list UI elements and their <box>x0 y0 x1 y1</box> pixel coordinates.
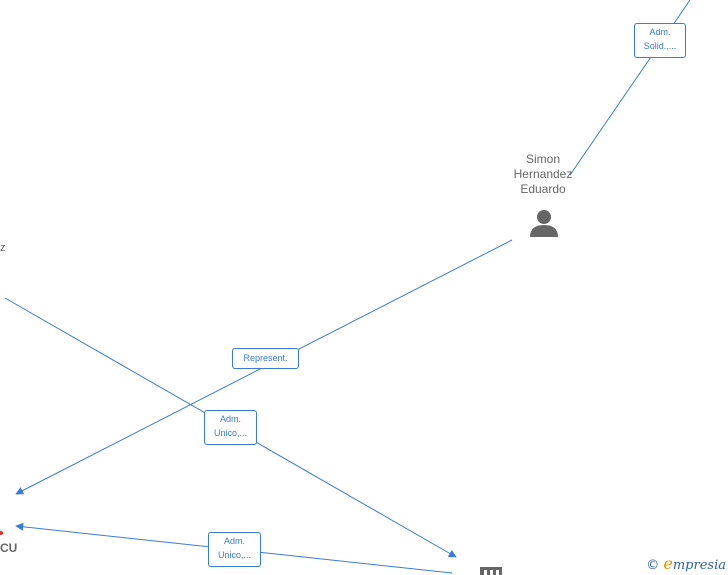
edge-label-adm-solid[interactable]: Adm. Solid.,... <box>634 23 686 58</box>
edge-label-line: Adm. <box>223 536 245 546</box>
edge-label-line: Unico,... <box>213 428 247 438</box>
person-icon[interactable] <box>530 210 558 237</box>
node-label-line: Simon <box>525 152 560 166</box>
edge-label-adm-unico-1[interactable]: Adm. Unico,... <box>204 410 257 445</box>
brand-name: mpresia <box>672 558 726 573</box>
edge-label-line: Represent. <box>243 353 288 363</box>
node-label-simon[interactable]: Simon Hernandez Eduardo <box>500 152 586 197</box>
node-label-line: Hernandez <box>513 167 573 181</box>
edge-label-represent[interactable]: Represent. <box>232 348 299 369</box>
empresia-watermark: © empresia <box>646 554 726 573</box>
brand-initial: e <box>663 554 673 573</box>
building-icon[interactable] <box>480 567 502 575</box>
node-label-line: Eduardo <box>520 182 566 196</box>
edge-label-line: Solid.,... <box>643 41 677 51</box>
edge-label-line: Unico,... <box>217 550 251 560</box>
partial-node-label-z[interactable]: z <box>0 242 6 254</box>
edge-label-adm-unico-2[interactable]: Adm. Unico,... <box>208 532 261 567</box>
copyright-symbol: © <box>646 558 660 573</box>
partial-node-label-cu[interactable]: CU <box>0 541 18 555</box>
red-marker-icon <box>0 531 3 535</box>
edge-label-line: Adm. <box>219 414 241 424</box>
edge-label-line: Adm. <box>649 27 671 37</box>
